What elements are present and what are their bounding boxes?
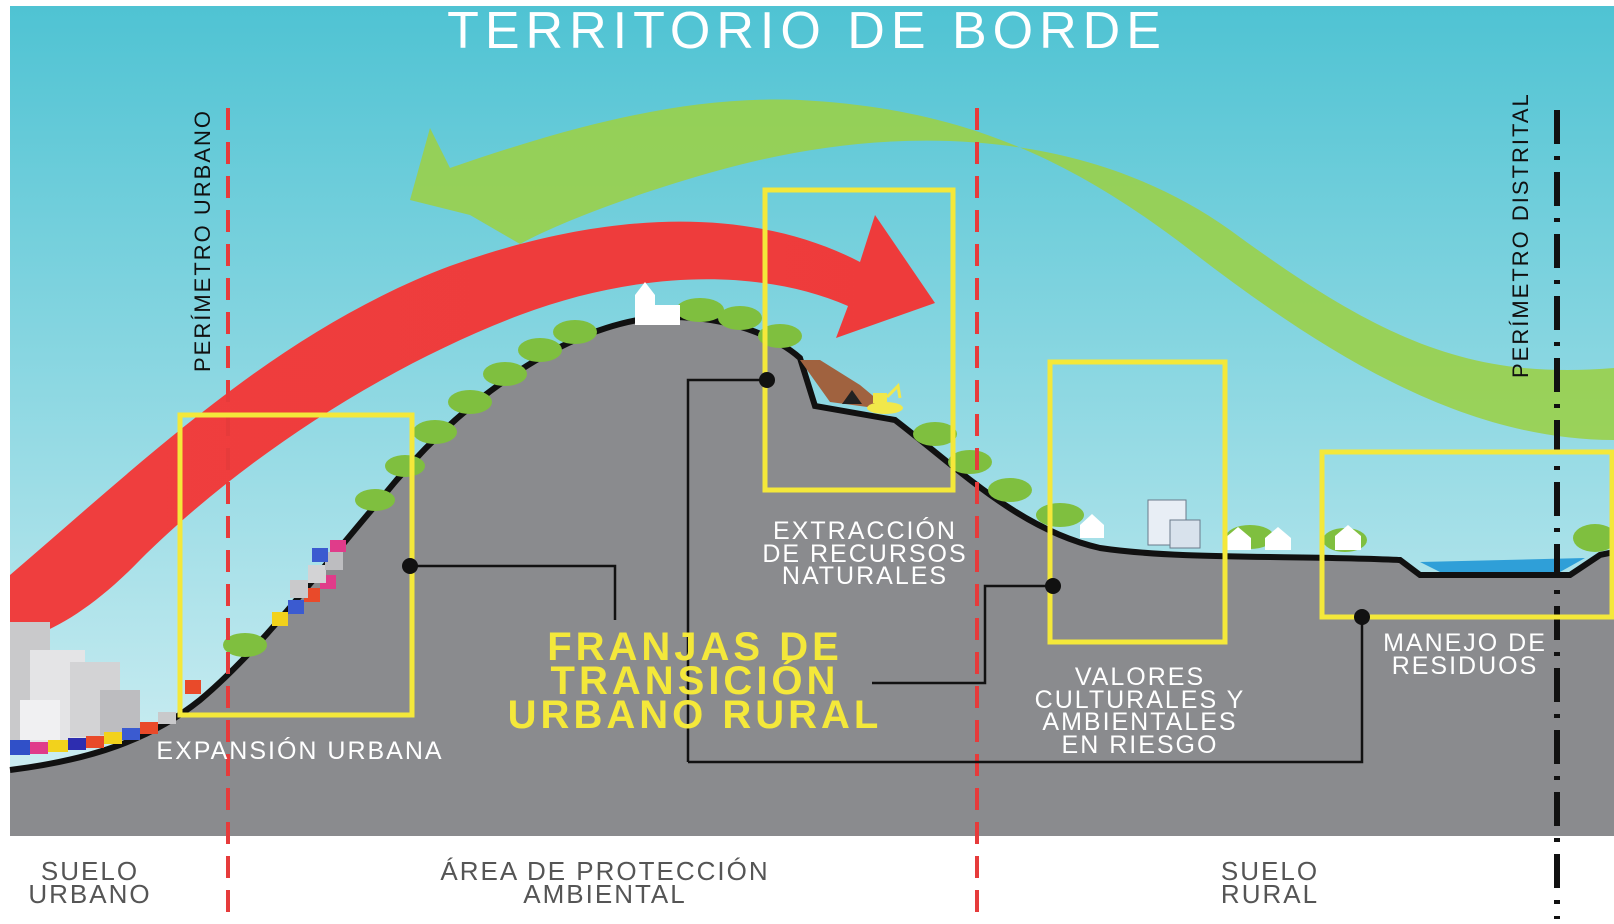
highlight-boxes: [177, 187, 1614, 718]
connector-lines: [410, 378, 1364, 764]
vegetation: [223, 298, 1614, 657]
church-icon: [635, 282, 680, 325]
rural-buildings: [1080, 499, 1361, 550]
mining-pit: [800, 360, 890, 410]
perimetro-urbano-label: PERÍMETRO URBANO: [190, 108, 215, 372]
franjas-transicion-label: FRANJAS DE TRANSICIÓN URBANO RURAL: [507, 625, 883, 737]
connector-dots: [402, 372, 1370, 625]
mining-pile-icon: [842, 390, 862, 404]
expansion-urbana-label: EXPANSIÓN URBANA: [156, 737, 444, 765]
water-pond: [1420, 558, 1585, 572]
box-residuos: [1319, 449, 1614, 620]
perimetro-distrital-label: PERÍMETRO DISTRITAL: [1508, 92, 1533, 378]
hillside-settlements: [272, 540, 346, 626]
zone-area-proteccion: ÁREA DE PROTECCIÓN AMBIENTAL: [440, 856, 770, 910]
zone-suelo-rural: SUELO RURAL: [1220, 856, 1320, 910]
excavator-icon: [867, 382, 903, 414]
diagram-title: TERRITORIO DE BORDE: [447, 2, 1167, 60]
valores-label: VALORES CULTURALES Y AMBIENTALES EN RIES…: [1034, 663, 1246, 759]
zone-suelo-urbano: SUELO URBANO: [28, 856, 152, 910]
red-arrow: [10, 215, 935, 640]
box-valores: [1047, 359, 1228, 645]
city-buildings: [10, 622, 201, 755]
manejo-residuos-label: MANEJO DE RESIDUOS: [1383, 629, 1547, 680]
green-arrow: [410, 99, 1614, 441]
box-extraccion: [762, 187, 956, 493]
extraccion-label: EXTRACCIÓN DE RECURSOS NATURALES: [762, 517, 968, 590]
